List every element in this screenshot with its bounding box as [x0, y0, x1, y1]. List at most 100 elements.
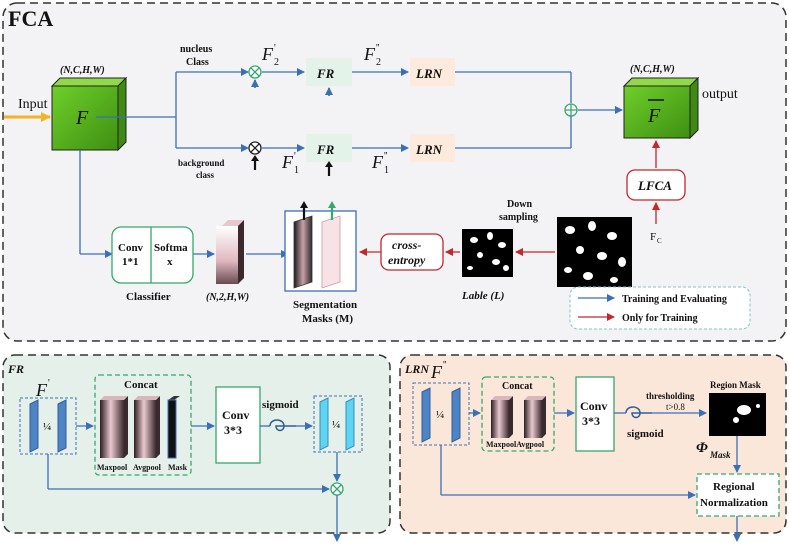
multiply-node-bottom [248, 141, 262, 155]
lrn-thresh-label: thresholding [646, 391, 695, 401]
phi-sub: Mask [709, 450, 731, 460]
fr-label-bottom: FR [316, 142, 335, 157]
fr-maxpool-label: Maxpool [97, 463, 128, 472]
classifier-label: Classifier [126, 291, 171, 303]
conv1-kernel: 1*1 [122, 256, 139, 268]
fr-input-slab-1 [29, 399, 39, 453]
lfca-label: LFCA [637, 178, 672, 193]
lrn-conv-label: Conv [580, 399, 607, 413]
region-mask-image [709, 393, 766, 436]
label-map-small [462, 229, 513, 277]
fr-output-slab-2 [345, 397, 355, 451]
add-node [564, 103, 578, 117]
seg-label-1: Segmentation [293, 299, 357, 311]
lrn-concat-box [481, 376, 555, 452]
fca-title: FCA [8, 6, 53, 31]
regional-label-1: Regional [713, 481, 755, 493]
fr-panel-title: FR [7, 362, 24, 376]
lrn-conv-kernel: 3*3 [582, 414, 600, 428]
F2-double-prime-sub: 2 [376, 57, 381, 68]
svg-text:': ' [294, 151, 296, 162]
lrn-box-top [410, 58, 455, 86]
lfca-box [626, 169, 686, 201]
fc-sub: C [657, 237, 662, 245]
fr-box-bottom [306, 134, 352, 162]
F2-prime-sub: 2 [274, 57, 279, 68]
F1-prime: F [281, 152, 294, 172]
nucleus-class-label: Class [186, 57, 209, 68]
mask-dark [293, 215, 313, 289]
fr-input-slab-2 [57, 399, 67, 453]
fr-conv-kernel: 3*3 [224, 423, 242, 437]
fr-mask-label: Mask [168, 463, 188, 472]
fr-quarter-out: ¼ [332, 419, 340, 431]
ce-label-1: cross- [392, 238, 421, 252]
regional-label-2: Normalization [700, 497, 768, 509]
dims-prob: (N,2,H,W) [206, 292, 249, 303]
F2-prime: F [261, 44, 274, 64]
region-mask-label: Region Mask [710, 380, 761, 390]
F1-prime-sub: 1 [294, 165, 299, 176]
conv1-label: Conv [118, 242, 144, 254]
Fbar-symbol: F [647, 105, 661, 127]
lrn-thresh-value: t>0.8 [666, 402, 685, 412]
dims-in: (N,C,H,W) [60, 65, 105, 76]
svg-text:'': '' [376, 43, 380, 54]
fr-maxpool-block [100, 396, 128, 458]
probability-map [216, 220, 244, 284]
svg-text:': ' [48, 378, 50, 389]
label-map-large [557, 217, 632, 287]
fr-conv-box [215, 386, 261, 464]
lrn-input-slab-1 [421, 387, 431, 443]
lrn-input-slab-2 [451, 387, 461, 443]
seg-label-2: Masks (M) [302, 313, 353, 325]
multiply-node-top [248, 65, 262, 79]
fr-concat-label: Concat [124, 379, 158, 391]
label-L: Lable (L) [461, 290, 504, 302]
fr-multiply-node [330, 482, 344, 496]
lrn-panel-title: LRN [404, 362, 430, 376]
fr-sigmoid-label: sigmoid [262, 399, 299, 411]
svg-text:'': '' [443, 360, 447, 371]
lrn-sigmoid-label: sigmoid [627, 428, 664, 440]
fr-avgpool-label: Avgpool [133, 463, 162, 472]
regional-norm-box [696, 473, 780, 517]
background-class-label: class [196, 170, 214, 180]
legend-train-eval: Training and Evaluating [622, 294, 727, 305]
fr-mask-block [167, 396, 180, 459]
fr-F-symbol: F [35, 380, 48, 400]
F1-double-prime-sub: 1 [384, 165, 389, 176]
lrn-maxpool-block [491, 396, 513, 438]
output-cube-Fbar [622, 76, 700, 140]
ce-label-2: entropy [388, 253, 426, 267]
phi-symbol: Φ [696, 440, 708, 456]
fr-concat-box [94, 374, 192, 476]
dims-out: (N,C,H,W) [630, 64, 675, 75]
lrn-quarter: ¼ [436, 409, 444, 421]
nucleus-label: nucleus [180, 44, 212, 55]
lrn-F-symbol: F [430, 362, 443, 382]
lrn-avgpool-block [524, 396, 546, 438]
output-label: output [702, 87, 738, 102]
background-label: background [178, 158, 224, 168]
lrn-maxavg-label: MaxpoolAvgpool [486, 440, 545, 449]
softmax-label-2: x [167, 256, 173, 268]
fr-sigmoid-icon [269, 419, 296, 432]
svg-text:'': '' [384, 151, 388, 162]
feature-cube-F [50, 76, 128, 152]
lrn-label-top: LRN [415, 66, 443, 81]
lrn-concat-label: Concat [502, 381, 533, 392]
fr-conv-label: Conv [222, 408, 249, 422]
fr-avgpool-block [134, 396, 160, 458]
F-symbol: F [75, 107, 89, 129]
lrn-box-bottom [410, 134, 455, 162]
fc-label: F [650, 231, 656, 243]
fr-quarter: ¼ [43, 421, 51, 433]
fr-output-box [313, 395, 363, 453]
lrn-label-bottom: LRN [415, 142, 443, 157]
svg-text:': ' [274, 43, 276, 54]
mask-light [321, 215, 341, 289]
classifier-box [111, 226, 194, 284]
legend-train-only: Only for Training [622, 313, 698, 324]
